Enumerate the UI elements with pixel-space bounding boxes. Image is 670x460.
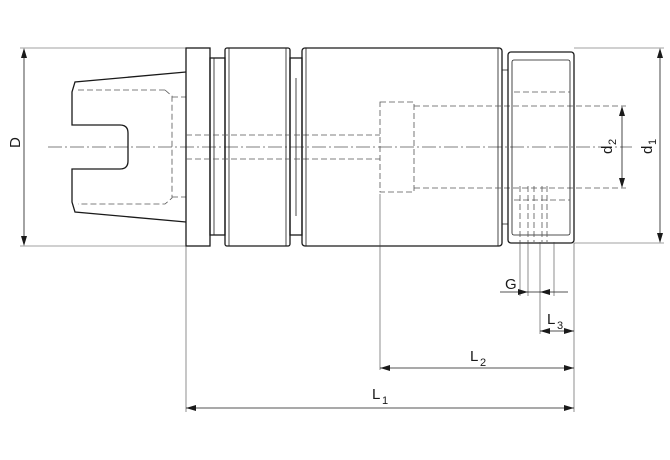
label-G: G [505, 276, 517, 293]
dimension-D [20, 47, 186, 247]
set-screw-hole [519, 186, 548, 242]
label-L1: L [372, 386, 380, 403]
label-d1-sub: 1 [647, 139, 659, 145]
neck [209, 57, 226, 236]
label-L3-sub: 3 [557, 320, 563, 332]
dimension-L2 [380, 365, 574, 371]
dimension-L3 [540, 328, 574, 334]
label-L2: L [470, 348, 478, 365]
dimension-G [500, 289, 568, 295]
label-L1-sub: 1 [382, 395, 388, 407]
dimension-d2 [619, 106, 625, 188]
dimension-d1 [574, 47, 664, 244]
label-L2-sub: 2 [480, 357, 486, 369]
label-d1: d [639, 146, 656, 154]
bore-hidden [186, 134, 380, 160]
label-D: D [7, 137, 24, 148]
nut [507, 51, 575, 244]
inner-bore [379, 101, 415, 193]
main-body [301, 47, 503, 247]
label-d2-sub: 2 [607, 139, 619, 145]
dimension-L1 [186, 405, 574, 411]
label-L3: L [547, 311, 555, 328]
label-d2: d [599, 146, 616, 154]
